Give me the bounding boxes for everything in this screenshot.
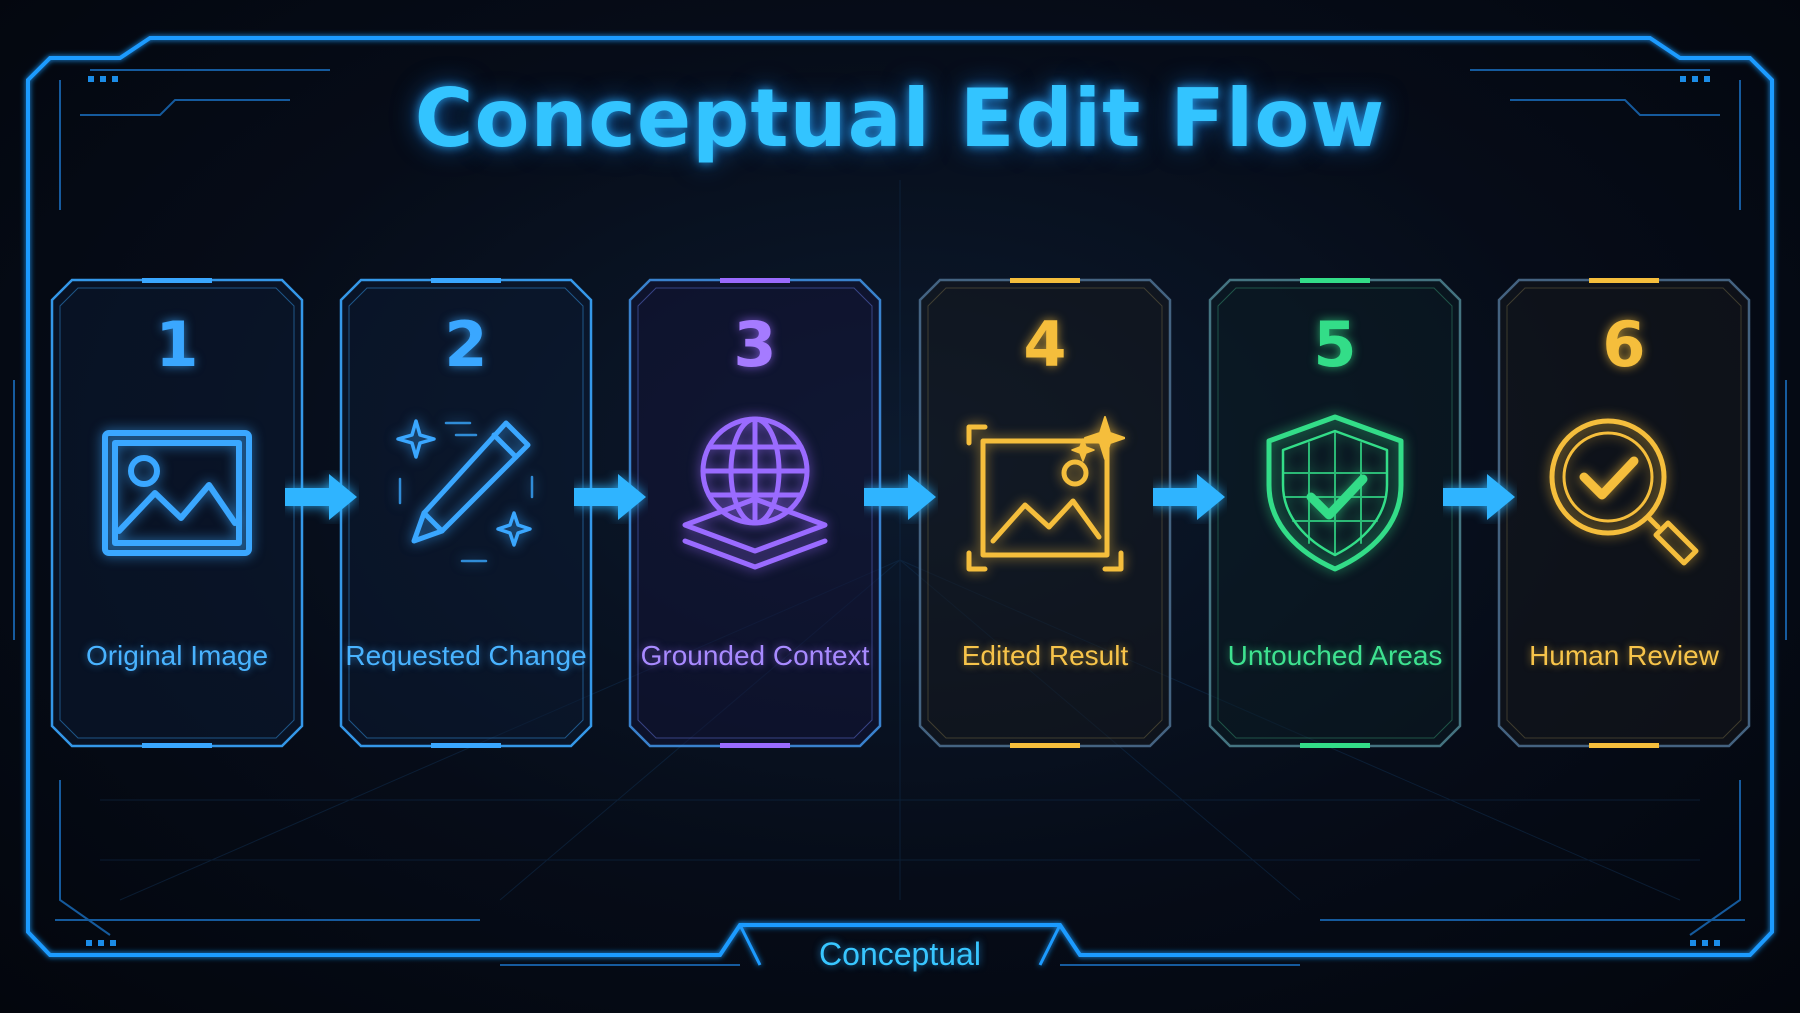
- step-card-2: 2 Requested Change: [339, 278, 593, 748]
- step-card-3: 3 Grounded Context: [628, 278, 882, 748]
- shield-check-icon: [1266, 414, 1404, 572]
- arrow-right-icon: [1153, 474, 1225, 520]
- footer-tag: Conceptual: [819, 936, 981, 972]
- step-number: 1: [155, 308, 199, 381]
- card-frame: [339, 278, 593, 748]
- arrow-right-icon: [285, 474, 357, 520]
- step-card-5: 5 Untouched Areas: [1208, 278, 1462, 748]
- step-label: Original Image: [85, 640, 269, 671]
- globe-layers-icon: [682, 416, 828, 570]
- image-frame-icon: [102, 430, 252, 556]
- step-label: Human Review: [1529, 640, 1719, 671]
- pencil-sparkle-icon: [396, 419, 534, 563]
- diagram-title: Conceptual Edit Flow: [414, 72, 1386, 165]
- step-card-4: 4 Edited Result: [918, 278, 1172, 748]
- magnifier-check-icon: [1549, 418, 1699, 566]
- arrow-right-icon: [864, 474, 936, 520]
- step-number: 2: [444, 308, 488, 381]
- step-number: 3: [733, 308, 777, 381]
- step-label: Grounded Context: [640, 640, 870, 671]
- step-card-1: 1 Original Image: [50, 278, 304, 748]
- step-card-6: 6 Human Review: [1497, 278, 1751, 748]
- image-sparkle-icon: [966, 416, 1125, 572]
- arrow-right-icon: [1443, 474, 1515, 520]
- step-label: Edited Result: [961, 640, 1129, 671]
- arrow-right-icon: [574, 474, 646, 520]
- step-number: 5: [1313, 308, 1357, 381]
- step-number: 6: [1602, 308, 1646, 381]
- card-frame: [1497, 278, 1751, 748]
- step-label: Untouched Areas: [1227, 640, 1443, 671]
- step-number: 4: [1023, 308, 1067, 381]
- card-frame: [918, 278, 1172, 748]
- step-label: Requested Change: [345, 640, 587, 671]
